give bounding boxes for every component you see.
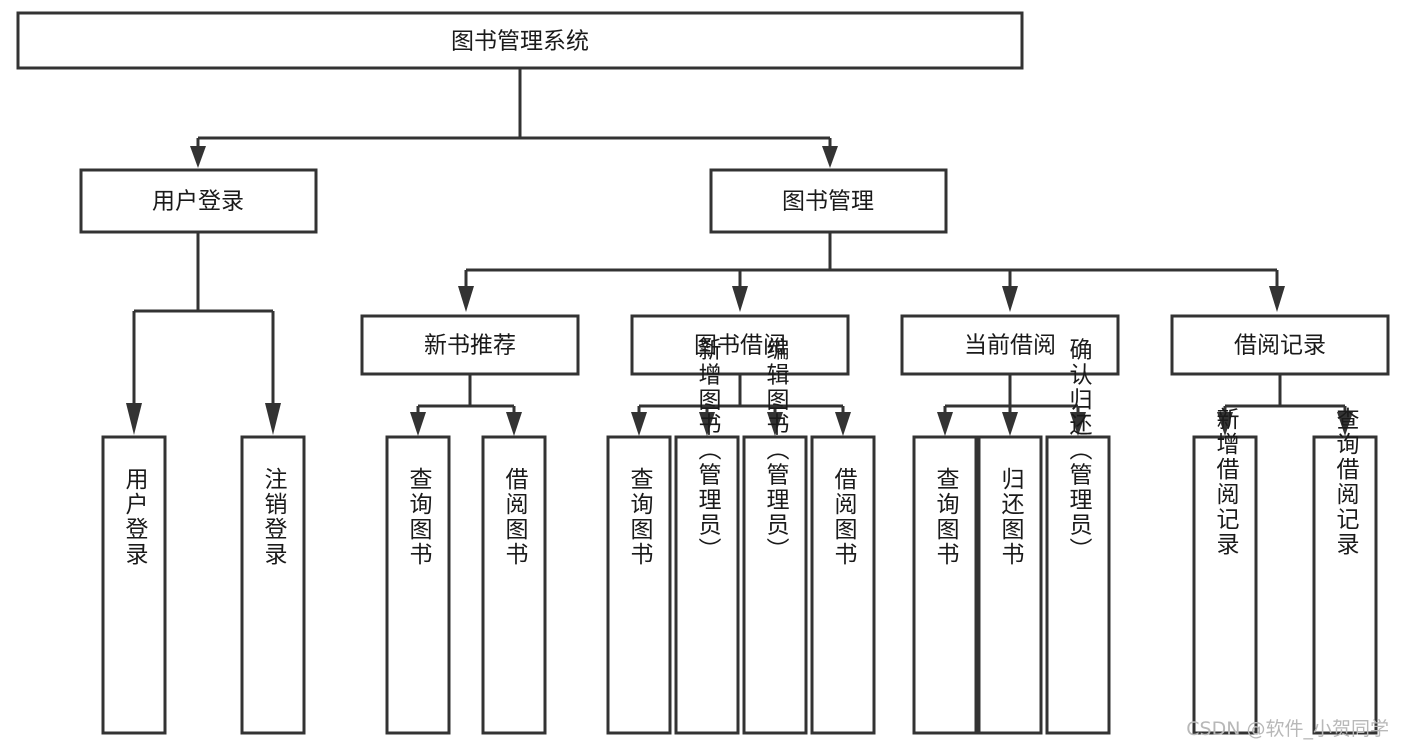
node-borrow-record-box[interactable] [1170,314,1390,376]
arrow-head-icon [822,146,838,168]
node-leaf-query-book-2-label: 查询图书 [626,467,654,567]
arrow-head-icon [699,412,715,436]
node-user-login-label: 用户登录 [152,189,244,215]
node-leaf-add-record-box[interactable] [1192,435,1258,735]
node-current-borrow-box[interactable] [900,314,1120,376]
connectors [126,68,1353,436]
node-leaf-query-book-2[interactable]: 查询图书 [606,435,672,735]
arrow-head-icon [1217,412,1233,436]
arrow-head-icon [767,412,783,436]
node-leaf-query-record[interactable]: 查询借阅记录 [1312,407,1378,735]
node-leaf-confirm-return-box[interactable] [1045,435,1111,735]
node-current-borrow-label: 当前借阅 [964,333,1056,359]
arrow-head-icon [1002,412,1018,436]
node-leaf-logout-label: 注销登录 [260,467,288,567]
node-new-book-rec-label: 新书推荐 [424,333,516,359]
node-leaf-user-login-label: 用户登录 [121,467,149,567]
arrow-head-icon [190,146,206,168]
node-leaf-borrow-book-1-box[interactable] [481,435,547,735]
node-leaf-query-book-3-box[interactable] [912,435,978,735]
node-leaf-user-login-box[interactable] [101,435,167,735]
node-book-borrow[interactable]: 图书借阅 [630,314,850,376]
node-leaf-add-record-label: 新增借阅记录 [1212,407,1240,557]
node-leaf-confirm-return[interactable]: 确认归还（管理员） [1045,338,1111,735]
arrow-head-icon [937,412,953,436]
node-new-book-rec-box[interactable] [360,314,580,376]
arrow-head-icon [126,403,142,435]
node-leaf-query-record-label: 查询借阅记录 [1332,407,1360,557]
node-leaf-add-record[interactable]: 新增借阅记录 [1192,407,1258,735]
node-leaf-borrow-book-2-box[interactable] [810,435,876,735]
arrow-head-icon [506,412,522,436]
node-root-label: 图书管理系统 [451,29,589,55]
arrow-head-icon [1070,412,1086,436]
node-book-manage-box[interactable] [709,168,948,234]
node-leaf-add-book[interactable]: 新增图书（管理员） [674,338,740,735]
node-borrow-record-label: 借阅记录 [1234,333,1326,359]
arrow-head-icon [631,412,647,436]
arrow-head-icon [835,412,851,436]
node-leaf-query-book-2-box[interactable] [606,435,672,735]
node-root[interactable]: 图书管理系统 [16,11,1024,70]
node-leaf-query-book-1-label: 查询图书 [405,467,433,567]
node-leaf-borrow-book-1[interactable]: 借阅图书 [481,435,547,735]
node-leaf-add-book-label: 新增图书（管理员） [694,338,722,563]
node-leaf-return-book-label: 归还图书 [997,467,1025,567]
node-leaf-confirm-return-label: 确认归还（管理员） [1065,338,1093,563]
node-leaf-add-book-box[interactable] [674,435,740,735]
node-book-borrow-box[interactable] [630,314,850,376]
node-leaf-return-book-box[interactable] [977,435,1043,735]
node-leaf-edit-book-label: 编辑图书（管理员） [762,338,790,563]
node-leaf-query-record-box[interactable] [1312,435,1378,735]
node-book-borrow-label: 图书借阅 [694,333,786,359]
node-borrow-record[interactable]: 借阅记录 [1170,314,1390,376]
node-leaf-edit-book[interactable]: 编辑图书（管理员） [742,338,808,735]
node-book-manage-label: 图书管理 [782,189,874,215]
node-book-manage[interactable]: 图书管理 [709,168,948,234]
node-leaf-query-book-1[interactable]: 查询图书 [385,435,451,735]
node-leaf-logout-box[interactable] [240,435,306,735]
node-leaf-logout[interactable]: 注销登录 [240,435,306,735]
node-current-borrow[interactable]: 当前借阅 [900,314,1120,376]
arrow-head-icon [1337,412,1353,436]
node-leaf-query-book-3[interactable]: 查询图书 [912,435,978,735]
node-leaf-edit-book-box[interactable] [742,435,808,735]
arrow-head-icon [410,412,426,436]
node-user-login[interactable]: 用户登录 [79,168,318,234]
node-leaf-user-login[interactable]: 用户登录 [101,435,167,735]
node-leaf-query-book-1-box[interactable] [385,435,451,735]
node-leaf-borrow-book-2[interactable]: 借阅图书 [810,435,876,735]
node-user-login-box[interactable] [79,168,318,234]
arrow-head-icon [1269,286,1285,312]
node-leaf-return-book[interactable]: 归还图书 [977,435,1043,735]
arrow-head-icon [458,286,474,312]
node-leaf-query-book-3-label: 查询图书 [932,467,960,567]
arrow-head-icon [732,286,748,312]
node-new-book-rec[interactable]: 新书推荐 [360,314,580,376]
arrow-head-icon [1002,286,1018,312]
arrow-head-icon [265,403,281,435]
node-leaf-borrow-book-1-label: 借阅图书 [501,467,529,567]
node-leaf-borrow-book-2-label: 借阅图书 [830,467,858,567]
node-root-box[interactable] [16,11,1024,70]
